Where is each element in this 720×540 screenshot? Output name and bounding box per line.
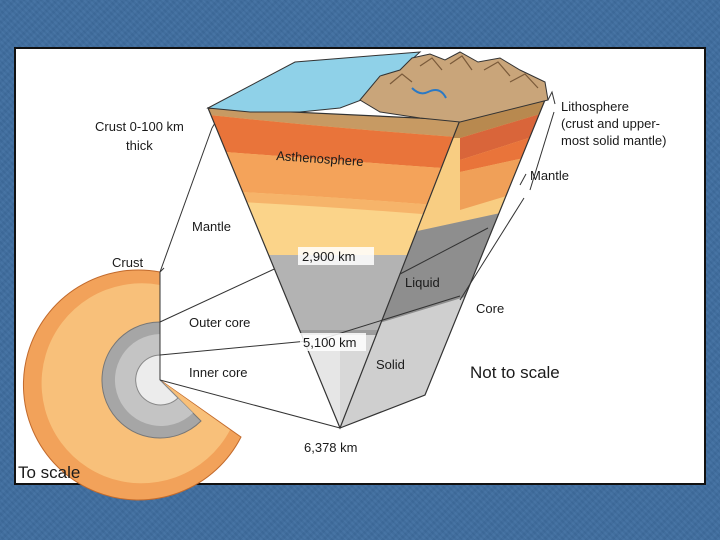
label-lithosphere-2: (crust and upper- — [561, 116, 660, 131]
label-crust-thickness-2: thick — [126, 138, 153, 153]
label-inner-core: Inner core — [189, 365, 248, 380]
depth-5100-box — [300, 333, 366, 351]
label-not-to-scale: Not to scale — [470, 363, 560, 382]
diagram-labels: Crust 0-100 km thick Lithosphere (crust … — [18, 99, 666, 482]
mountain-surface — [359, 51, 549, 123]
front-asthenosphere-layer — [208, 114, 460, 170]
label-outer-core: Outer core — [189, 315, 250, 330]
label-mantle-right: Mantle — [530, 168, 569, 183]
label-mantle-left: Mantle — [192, 219, 231, 234]
to-scale-earth-section — [22, 269, 242, 501]
scale-inner-core — [135, 354, 179, 406]
label-crust-thickness-1: Crust 0-100 km — [95, 119, 184, 134]
front-upper-mantle-layer — [208, 150, 460, 208]
right-brackets — [459, 90, 556, 301]
label-solid: Solid — [376, 357, 405, 372]
label-to-scale: To scale — [18, 463, 80, 482]
label-depth-5100: 5,100 km — [303, 335, 356, 350]
river — [411, 87, 447, 99]
depth-2900-box — [298, 247, 374, 265]
label-asthenosphere: Asthenosphere — [276, 148, 364, 169]
label-core: Core — [476, 301, 504, 316]
label-crust: Crust — [112, 255, 143, 270]
label-lithosphere-3: most solid mantle) — [561, 133, 666, 148]
label-depth-6378: 6,378 km — [304, 440, 357, 455]
label-depth-2900: 2,900 km — [302, 249, 355, 264]
front-upper-mantle-layer-2 — [208, 190, 460, 218]
mountain-ridges — [389, 55, 539, 89]
label-liquid: Liquid — [405, 275, 440, 290]
label-lithosphere-1: Lithosphere — [561, 99, 629, 114]
